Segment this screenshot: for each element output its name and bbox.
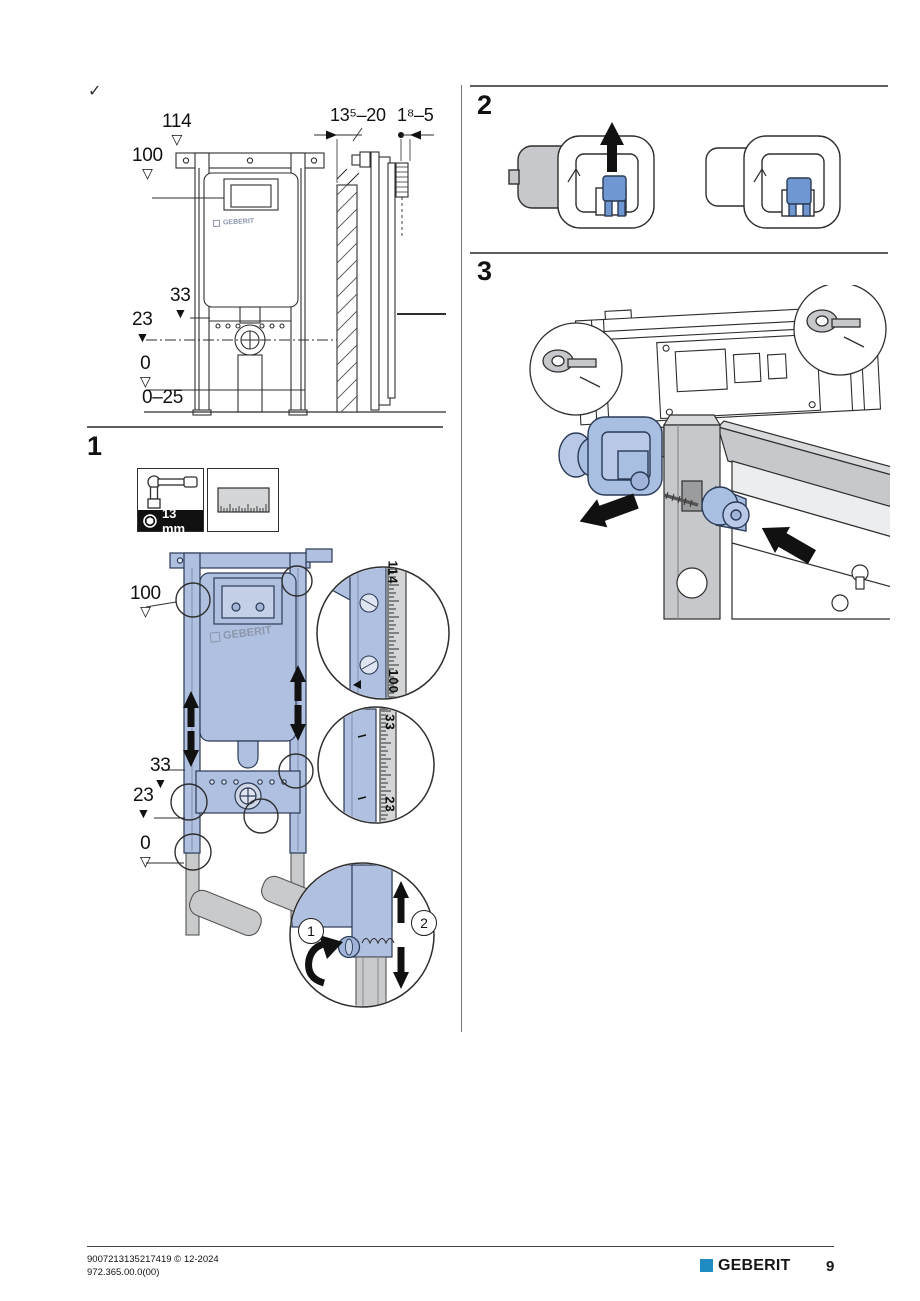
dim-100-step1: 100 ▽: [130, 583, 161, 619]
folding-ruler-icon: [217, 487, 270, 513]
dim-100: 100 ▽: [132, 145, 163, 181]
step3-number: 3: [477, 256, 493, 286]
step3-mounting-illustration: [529, 285, 890, 620]
geberit-logo-square-icon: [700, 1259, 713, 1272]
section-divider-step3: [470, 252, 888, 254]
brand-square-icon: [212, 219, 221, 228]
dim-0: 0 ▽: [140, 353, 151, 389]
ruler-value-114: 114: [385, 560, 401, 585]
open-triangle-marker: ▽: [140, 373, 151, 389]
step1-frame-illustration: [145, 548, 450, 1008]
open-triangle-marker: ▽: [171, 131, 182, 147]
ruler-value-23: 23: [382, 796, 398, 813]
dim-wall-depth: 13⁵–20: [330, 105, 386, 125]
dim-33-step1: 33 ▼: [150, 755, 171, 791]
detail-step-1-badge: 1: [298, 918, 324, 944]
footer-divider: [87, 1246, 834, 1247]
callout-circles: [170, 565, 314, 871]
open-triangle-marker: ▽: [142, 165, 153, 181]
dim-0-step1: 0 ▽: [140, 833, 151, 869]
open-triangle-marker: ▽: [140, 603, 151, 619]
prerequisite-checkmark-icon: ✓: [88, 83, 102, 100]
tool-ruler-box: [207, 468, 279, 532]
footer-doc-id: 9007213135217419 © 12-2024: [87, 1254, 219, 1265]
footer-product-code: 972.365.00.0(00): [87, 1266, 160, 1278]
step2-anchor-illustration: [508, 122, 841, 229]
geberit-logo-text: GEBERIT: [718, 1257, 791, 1274]
ruler-value-100: 100: [385, 669, 401, 694]
tool-socket-wrench-box: 13 mm: [137, 468, 204, 536]
filled-triangle-marker: ▼: [173, 305, 188, 321]
dim-23-step1: 23 ▼: [133, 785, 154, 821]
ruler-value-33: 33: [382, 714, 398, 731]
filled-triangle-marker: ▼: [136, 805, 151, 821]
column-divider: [461, 85, 462, 1032]
footer-document-info: 9007213135217419 © 12-2024 972.365.00.0(…: [87, 1254, 219, 1279]
pull-up-arrow: [600, 122, 624, 172]
section-divider-step1: [87, 426, 443, 428]
filled-triangle-marker: ▼: [153, 775, 168, 791]
filled-triangle-marker: ▼: [135, 329, 150, 345]
overview-dimension-figure: [144, 127, 446, 416]
section-divider-step2: [470, 85, 888, 87]
step2-number: 2: [477, 90, 493, 120]
height-adjust-arrows: [183, 665, 306, 767]
brand-square-icon: [209, 631, 221, 643]
step1-number: 1: [87, 431, 103, 461]
detail-step-2-badge: 2: [411, 910, 437, 936]
tool-size-label: 13 mm: [138, 506, 203, 536]
dim-33: 33 ▼: [170, 285, 191, 321]
dim-range-0-25: 0–25: [142, 387, 184, 408]
dim-114: 114 ▽: [162, 111, 192, 147]
page-number: 9: [826, 1258, 835, 1275]
socket-wrench-icon: [147, 475, 198, 509]
open-triangle-marker: ▽: [140, 853, 151, 869]
dim-gap: 1⁸–5: [397, 105, 434, 125]
direction-arrows: [579, 493, 816, 564]
socket-hex-icon: [143, 513, 157, 528]
dim-23: 23 ▼: [132, 309, 153, 345]
